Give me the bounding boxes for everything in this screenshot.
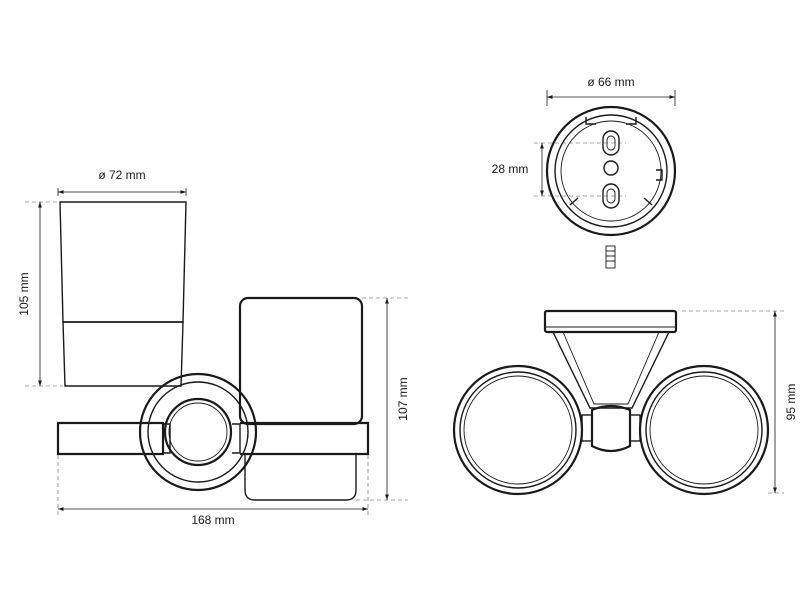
dim-cup-diameter: ø 72 mm [57,168,187,196]
label-hole-spacing: 28 mm [492,162,529,176]
label-base-diameter: ø 66 mm [587,75,634,89]
dim-hole-spacing: 28 mm [492,142,626,197]
dim-total-width: 168 mm [57,455,369,527]
holder-arm [56,421,370,456]
right-ring [638,364,770,496]
right-glass-cup [238,296,364,501]
wall-rosette [138,372,258,492]
left-glass-cup [59,201,187,387]
label-cup-diameter: ø 72 mm [98,168,145,182]
grub-screw [605,245,616,269]
front-view [56,201,370,501]
dim-base-diameter: ø 66 mm [546,75,676,106]
label-total-height: 107 mm [396,377,410,420]
dim-total-height: 107 mm [356,297,410,501]
left-ring [452,364,584,496]
center-hub [581,404,641,453]
top-view [452,309,770,496]
dim-projection: 95 mm [682,310,798,494]
label-total-width: 168 mm [191,513,234,527]
label-projection: 95 mm [784,384,798,421]
dim-cup-height: 105 mm [17,201,63,387]
wall-plate [543,309,678,334]
base-plate-view [545,105,677,269]
center-hole [603,160,619,176]
label-cup-height: 105 mm [17,272,31,315]
